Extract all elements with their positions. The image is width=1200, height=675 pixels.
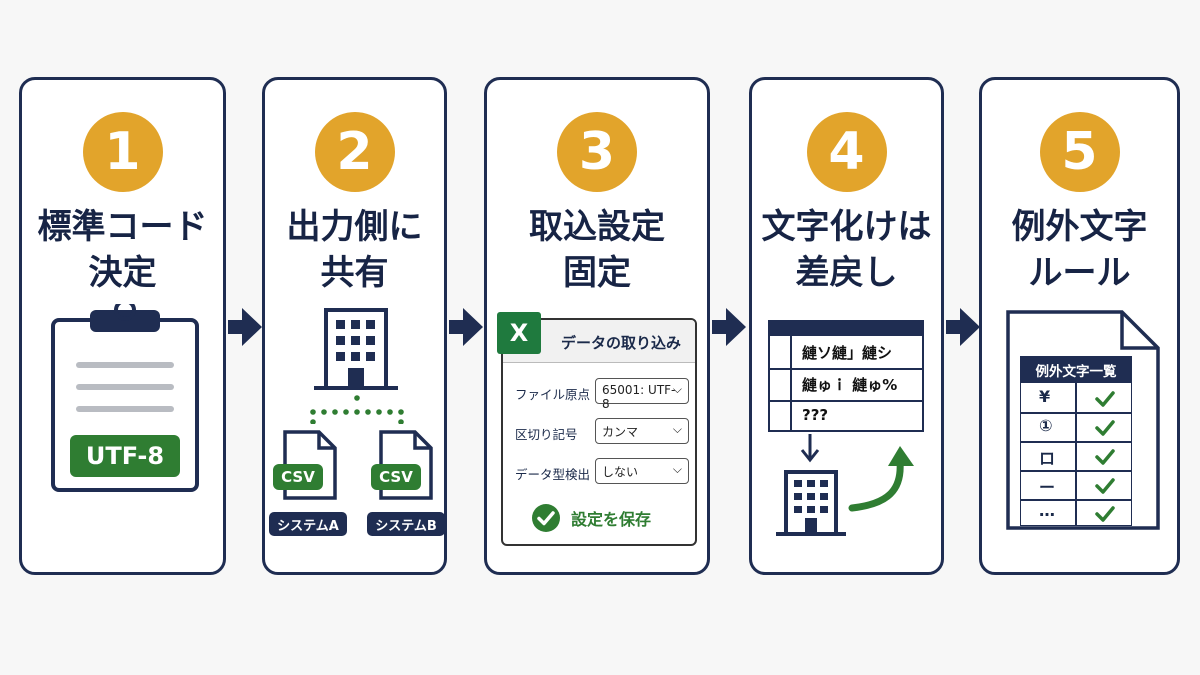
list-item: ー (1039, 478, 1056, 497)
list-item: … (1039, 501, 1055, 520)
check-icon (1095, 478, 1115, 494)
table-row-divider (1021, 441, 1131, 443)
step-number-badge: 3 (557, 112, 637, 192)
datatype-detect-label: データ型検出 (515, 467, 591, 482)
check-icon (1095, 420, 1115, 436)
check-icon (1095, 449, 1115, 465)
step-title: 文字化けは 差戻し (761, 207, 932, 293)
exception-table-title: 例外文字一覧 (1021, 357, 1131, 383)
save-settings-button[interactable]: 設定を保存 (531, 500, 651, 536)
step-card-3: 3 取込設定 固定 X データの取り込み ファイル原点 65001: UTF-8… (484, 77, 710, 575)
check-icon (1095, 391, 1115, 407)
table-header (770, 322, 922, 336)
building-icon (314, 306, 398, 396)
check-circle-icon (532, 504, 560, 532)
dialog-title: データの取り込み (561, 334, 682, 352)
step-number-badge: 5 (1039, 112, 1120, 192)
list-item: ¥ (1039, 387, 1051, 406)
table-row-divider (770, 368, 922, 370)
table-row-divider (1021, 499, 1131, 501)
system-a-label: システムA (269, 512, 347, 536)
step-title: 例外文字 ルール (1011, 207, 1148, 293)
utf8-label: UTF-8 (70, 435, 180, 477)
step-card-2: 2 出力側に 共有 (262, 77, 447, 575)
step-number-badge: 2 (314, 112, 395, 192)
building-icon (776, 468, 846, 542)
distribution-lines (295, 394, 425, 428)
delimiter-select[interactable]: カンマ ⌵ (595, 418, 689, 444)
table-row-divider (1021, 470, 1131, 472)
list-item: ① (1039, 416, 1053, 435)
table-row-divider (770, 400, 922, 402)
step-title: 取込設定 固定 (529, 207, 665, 293)
exception-table: 例外文字一覧 ¥ ① ロ ー … (1020, 356, 1132, 526)
import-dialog: X データの取り込み ファイル原点 65001: UTF-8 ⌵ 区切り記号 カ… (497, 312, 697, 546)
check-icon (1095, 506, 1115, 522)
step-number-badge: 4 (806, 112, 887, 192)
chevron-down-icon: ⌵ (672, 382, 682, 396)
csv-label: CSV (371, 464, 421, 490)
table-column-divider (1075, 383, 1077, 525)
step-title: 出力側に 共有 (286, 207, 423, 293)
garbled-table: 縺ソ縺」縺シ 縺ゅｉ 縺ゅ% ??? (768, 320, 924, 432)
table-row: ??? (802, 406, 829, 424)
datatype-detect-select[interactable]: しない ⌵ (595, 458, 689, 484)
table-row: 縺ゅｉ 縺ゅ% (802, 376, 898, 394)
step-card-4: 4 文字化けは 差戻し 縺ソ縺」縺シ 縺ゅｉ 縺ゅ% ??? (749, 77, 944, 575)
excel-icon: X (497, 312, 541, 354)
file-origin-label: ファイル原点 (515, 387, 591, 402)
chevron-down-icon: ⌵ (672, 422, 682, 436)
table-column-divider (790, 336, 792, 430)
arrow-down-icon (800, 434, 820, 470)
step-card-1: 1 標準コード 決定 UTF-8 (19, 77, 226, 575)
table-row: 縺ソ縺」縺シ (802, 344, 893, 362)
delimiter-label: 区切り記号 (515, 427, 578, 442)
step-number-badge: 1 (82, 112, 163, 192)
system-b-label: システムB (367, 512, 445, 536)
file-origin-select[interactable]: 65001: UTF-8 ⌵ (595, 378, 689, 411)
csv-label: CSV (273, 464, 323, 490)
return-arrow-icon (848, 442, 920, 520)
chevron-down-icon: ⌵ (672, 462, 682, 476)
step-title: 標準コード 決定 (37, 207, 208, 293)
list-item: ロ (1039, 449, 1056, 468)
table-row-divider (1021, 412, 1131, 414)
step-card-5: 5 例外文字 ルール 例外文字一覧 ¥ ① ロ ー … (979, 77, 1180, 575)
